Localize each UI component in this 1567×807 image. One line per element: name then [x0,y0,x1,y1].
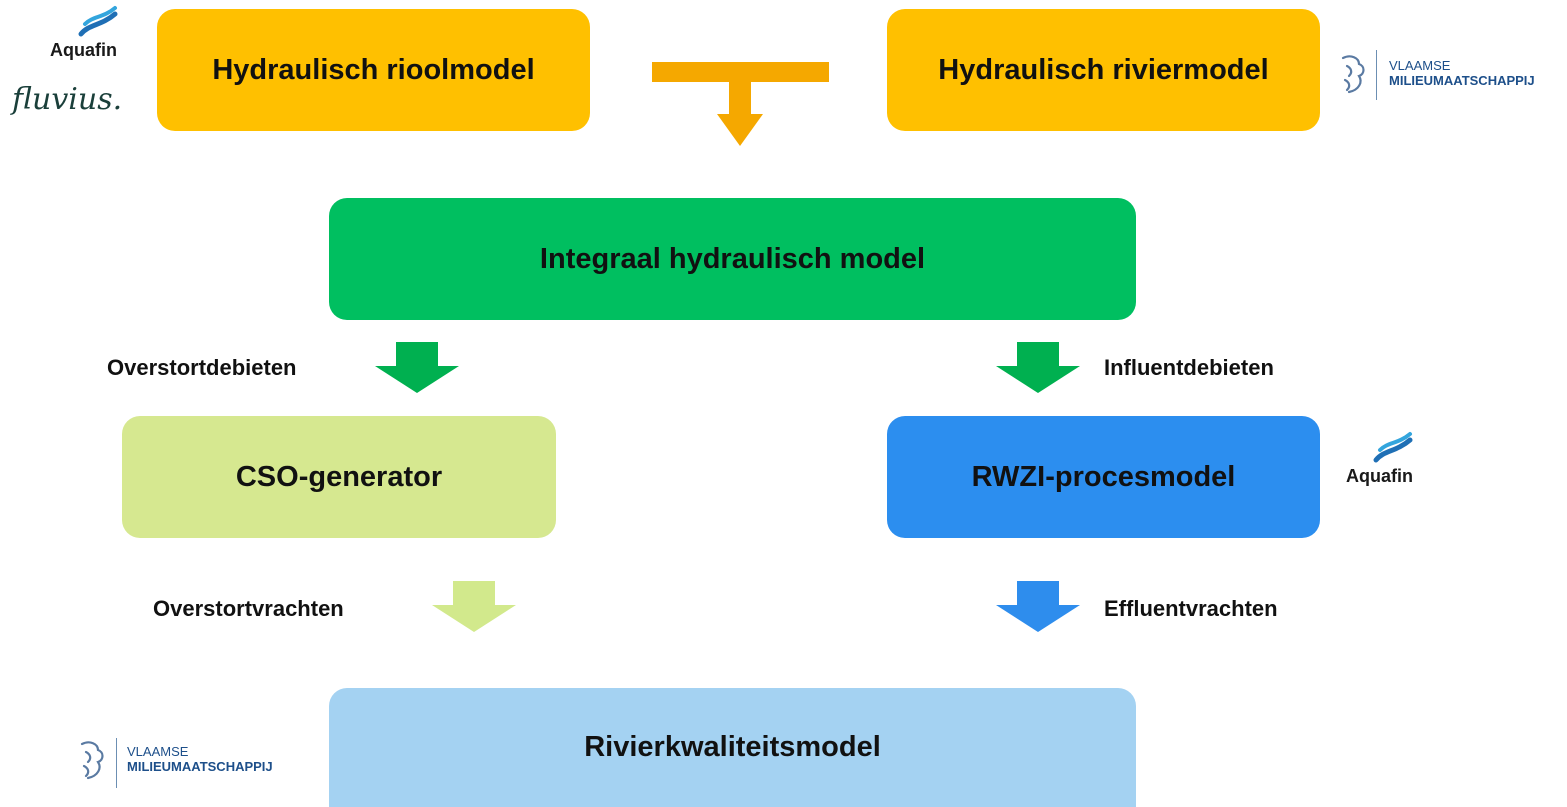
cso-generator-box: CSO-generator [122,416,556,538]
overstortvrachten-arrow [432,581,516,632]
overstortvrachten-label: Overstortvrachten [153,596,344,621]
aquafin-wave-icon [78,6,118,37]
integraal-hydraulisch-model-label: Integraal hydraulisch model [539,242,926,275]
hydraulisch-rioolmodel-box: Hydraulisch rioolmodel [157,9,590,131]
effluentvrachten-label: Effluentvrachten [1104,596,1278,621]
vmm-logo-line1: VLAAMSE [1389,58,1451,73]
hydraulisch-riviermodel-label: Hydraulisch riviermodel [938,53,1269,86]
rivierkwaliteitsmodel-label: Rivierkwaliteitsmodel [584,731,881,763]
cso-generator-label: CSO-generator [235,460,443,493]
hydraulisch-rioolmodel-label: Hydraulisch rioolmodel [212,53,535,86]
vmm-logo-line2-2: MILIEUMAATSCHAPPIJ [127,759,273,774]
vmm-lion-icon-2 [80,741,104,780]
vmm-logo-line2: MILIEUMAATSCHAPPIJ [1389,73,1535,88]
integraal-hydraulisch-model-box: Integraal hydraulisch model [329,198,1136,320]
rwzi-procesmodel-box: RWZI-procesmodel [887,416,1320,538]
fluvius-logo-text: fluvius. [12,82,123,117]
influentdebieten-label: Influentdebieten [1104,355,1274,380]
rivierkwaliteitsmodel-box: Rivierkwaliteitsmodel [329,688,1136,807]
overstortdebieten-arrow [375,342,459,393]
hydraulisch-riviermodel-box: Hydraulisch riviermodel [887,9,1320,131]
vmm-divider-2 [116,738,117,788]
rwzi-procesmodel-label: RWZI-procesmodel [971,460,1236,493]
aquafin-wave-icon-2 [1373,432,1413,463]
vmm-divider [1376,50,1377,100]
merge-arrow [652,62,829,146]
aquafin-logo-text: Aquafin [50,40,117,60]
effluentvrachten-arrow [996,581,1080,632]
aquafin-logo-text-2: Aquafin [1346,466,1413,486]
overstortdebieten-label: Overstortdebieten [107,355,297,380]
vmm-logo-line1-2: VLAAMSE [127,744,189,759]
vmm-lion-icon [1341,55,1365,94]
influentdebieten-arrow [996,342,1080,393]
